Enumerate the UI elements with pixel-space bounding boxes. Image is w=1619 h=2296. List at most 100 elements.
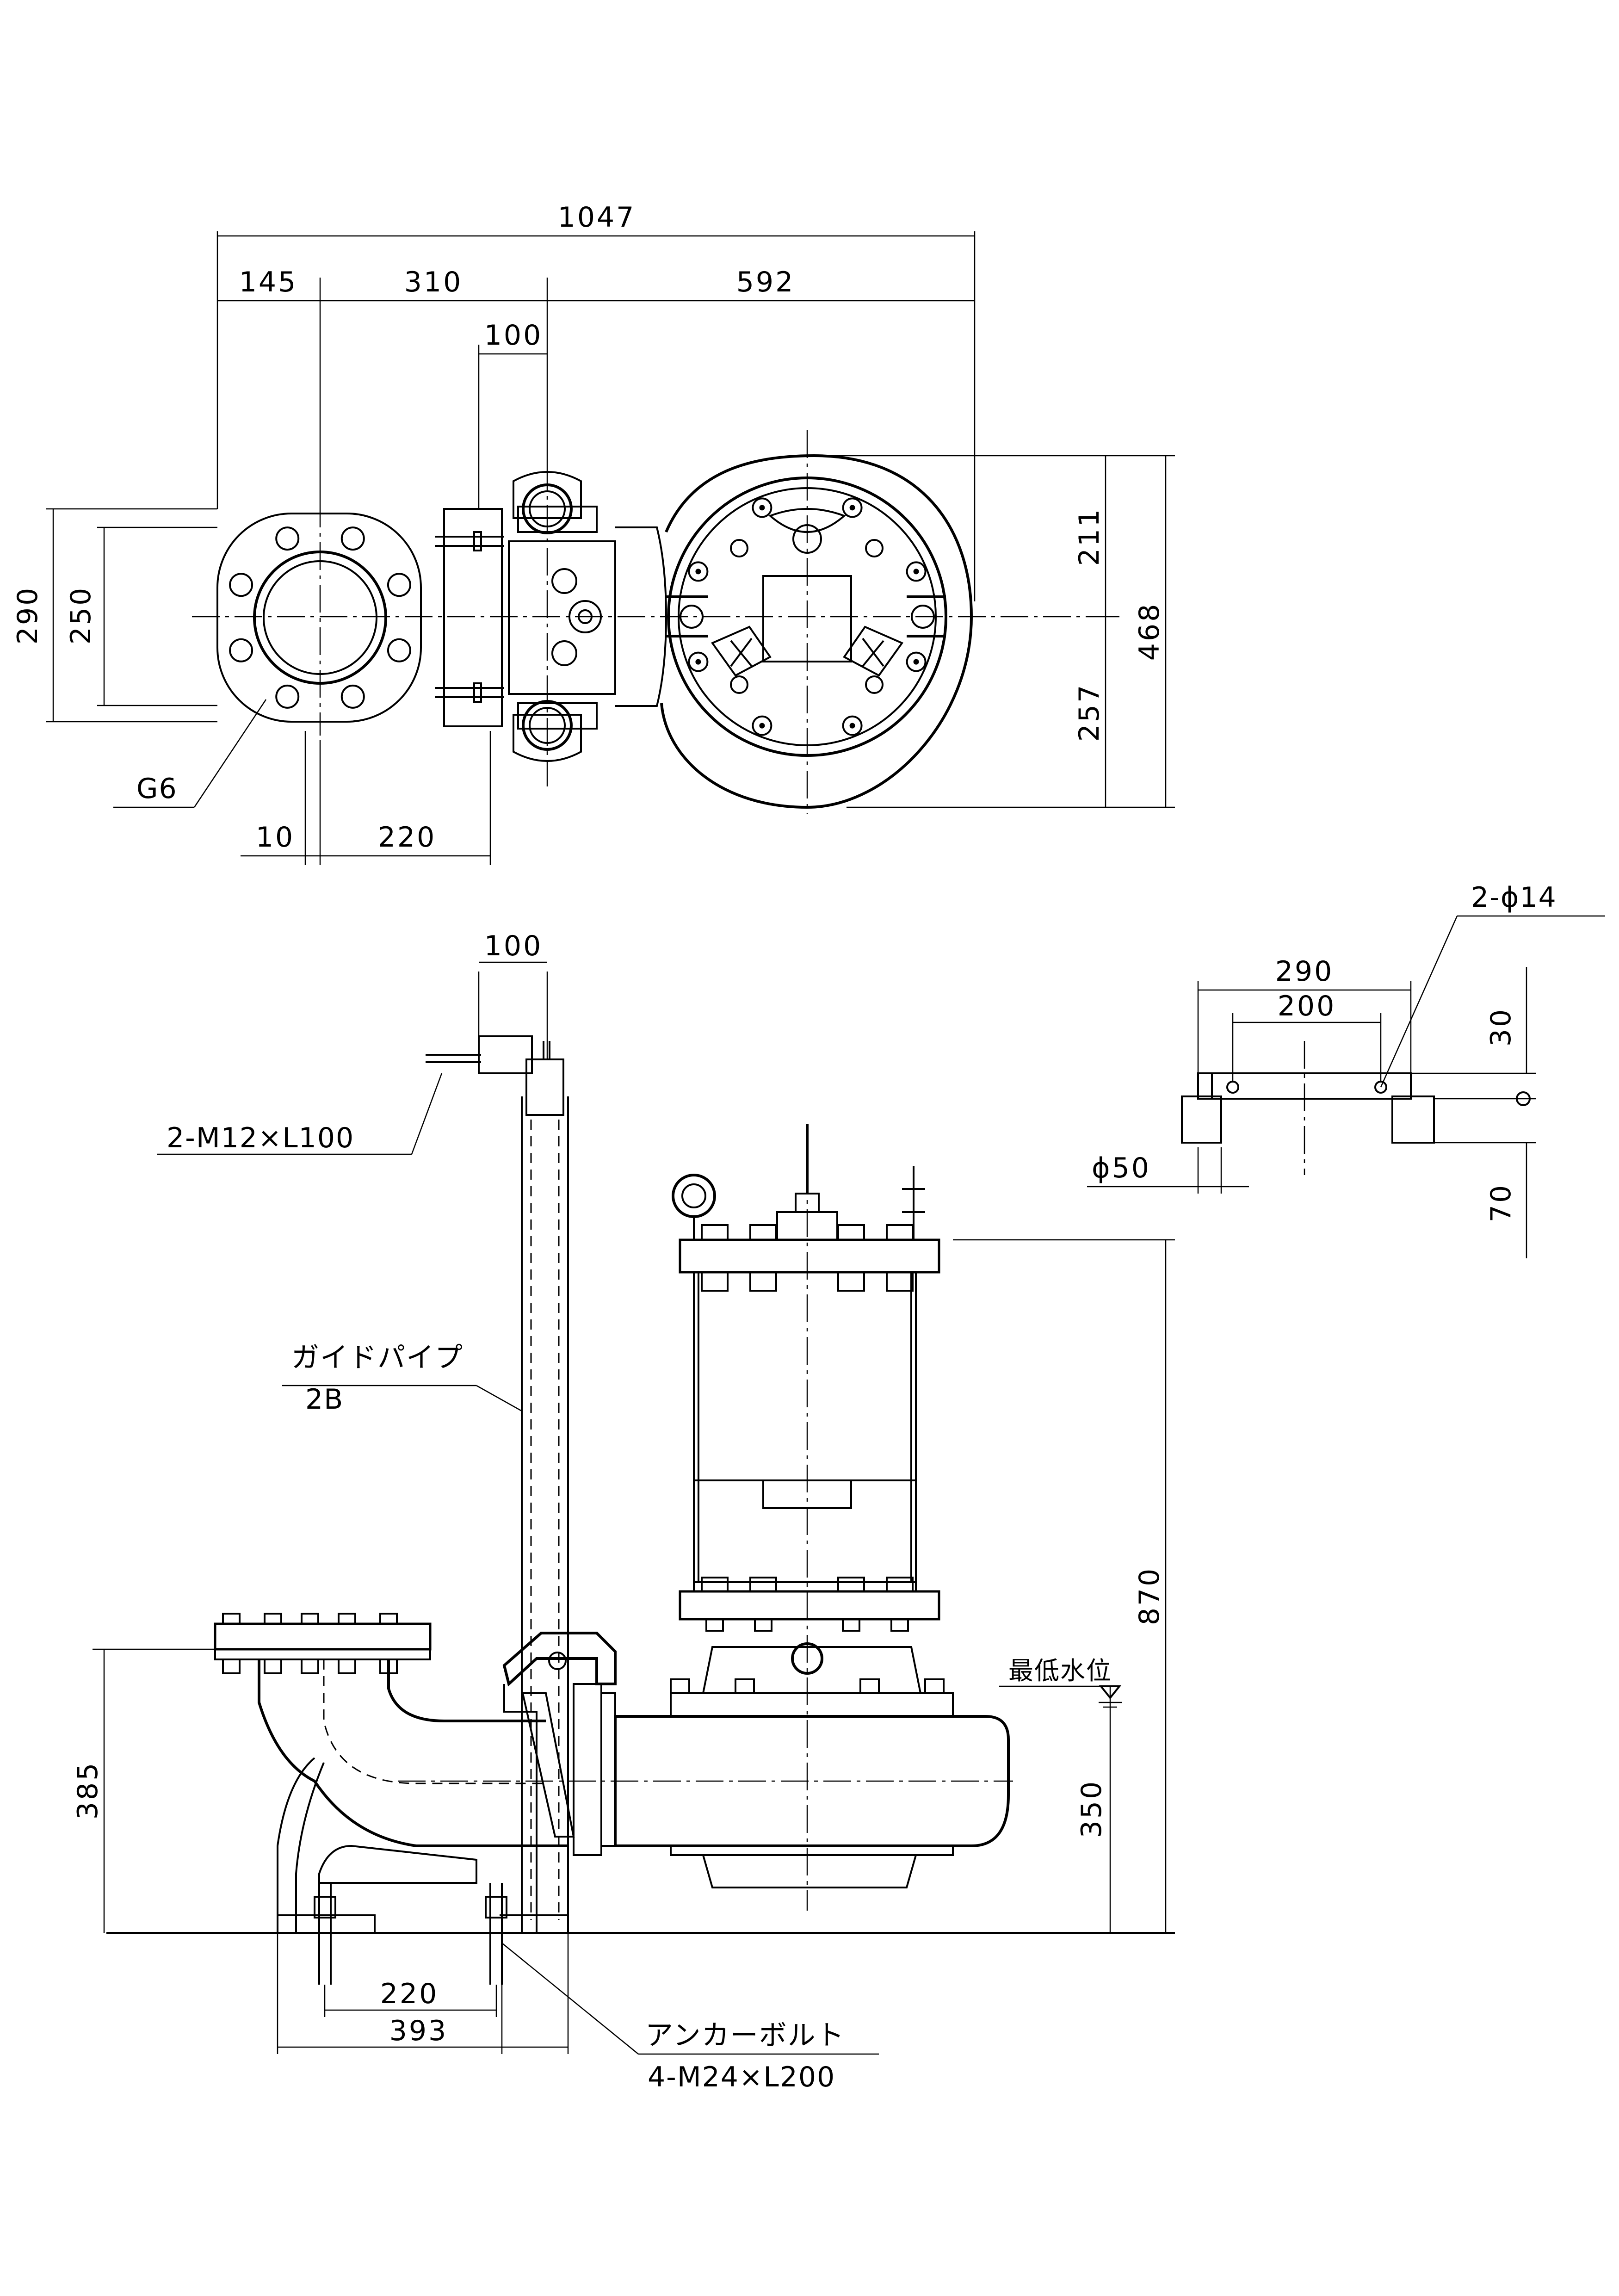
- motor-frame-circle: [667, 477, 947, 757]
- claw-hook: [502, 1632, 617, 1687]
- casing-bolt: [670, 1678, 690, 1694]
- casing-top-flange: [670, 1692, 954, 1717]
- flange-bolt-hole: [340, 526, 365, 551]
- side-dimension-lines: [93, 961, 1175, 2055]
- motor-bolt-center: [759, 723, 765, 729]
- casing-bolt: [924, 1678, 945, 1694]
- lower-flange-nut: [890, 1618, 909, 1632]
- guide-top-lug: [513, 471, 582, 519]
- guide-pipe-hole-top: [522, 483, 573, 534]
- dim-detail-200: 200: [1278, 990, 1336, 1022]
- flange-bolt-hole: [387, 573, 411, 597]
- label-anchor-bolt-spec: 4-M24×L200: [648, 2061, 835, 2093]
- top-flange-bolt: [886, 1224, 914, 1241]
- terminal-box: [762, 575, 852, 662]
- lower-flange-nut: [842, 1618, 860, 1632]
- motor-lower-flange: [679, 1590, 940, 1621]
- lower-flange-bolt: [837, 1577, 865, 1592]
- flange-outline: [216, 513, 422, 723]
- motor-bolt-center: [849, 505, 855, 511]
- motor-flange-inner-circle: [678, 487, 937, 746]
- claw-arm: [521, 1692, 575, 1838]
- bracket-bolt-rods: [435, 536, 504, 698]
- dim-height-290: 290: [12, 586, 44, 645]
- dim-detail-290: 290: [1275, 955, 1334, 988]
- plan-view: 1047 145 310 592 100 290 250 211 257 468…: [12, 201, 1175, 865]
- guide-bottom-lug: [513, 714, 582, 762]
- elbow-bolt-nut: [222, 1659, 241, 1674]
- flange-bolt-holes: [229, 526, 411, 709]
- motor-bolt: [842, 497, 863, 518]
- elbow-centerline: [323, 1659, 546, 1784]
- dim-width-310: 310: [404, 266, 463, 298]
- detail-hole-left: [1226, 1081, 1239, 1094]
- dim-height-468: 468: [1133, 602, 1166, 661]
- lower-flange-bolt: [886, 1577, 914, 1592]
- guide-pipe-hole-bottom: [522, 700, 573, 751]
- dim-width-100-top: 100: [484, 319, 543, 352]
- volute-outline: [660, 454, 973, 809]
- dim-detail-70: 70: [1485, 1183, 1517, 1222]
- suction-cover: [702, 1854, 917, 1888]
- dim-height-211: 211: [1073, 507, 1106, 566]
- guide-claw-side: [502, 1632, 617, 1934]
- bearing-housing: [702, 1646, 922, 1694]
- top-flange-bolt: [837, 1224, 865, 1241]
- motor-flange-bolts: [670, 1224, 945, 1694]
- motor-stator-frame: [693, 1271, 917, 1481]
- motor-bolt-center: [695, 569, 701, 575]
- label-guide-pipe: ガイドパイプ: [291, 1342, 463, 1374]
- discharge-elbow: [214, 1613, 569, 1933]
- dim-height-257: 257: [1073, 683, 1106, 742]
- elbow-bolt-nut: [301, 1659, 319, 1674]
- lug-bolt-right: [911, 605, 935, 629]
- outlet-flange: [214, 1622, 432, 1651]
- dim-base-393: 393: [389, 2015, 448, 2047]
- dim-offset-10: 10: [256, 821, 295, 854]
- flange-bolt-hole: [387, 638, 411, 662]
- lower-flange-bolt: [701, 1577, 729, 1592]
- pump-casing-side: [398, 1642, 1013, 1888]
- plan-dimension-lines: [46, 231, 1175, 865]
- dim-overall-width: 1047: [558, 201, 636, 234]
- flange-bore-inner: [263, 560, 377, 675]
- cap-screw-1: [730, 539, 748, 557]
- label-flange-code: G6: [136, 773, 178, 805]
- motor-side: [672, 1124, 940, 1911]
- guide-pipe-bore-bottom: [529, 707, 566, 744]
- elbow-inner-wall: [387, 1659, 546, 1722]
- side-view: 100 385 350 870 220 393 2-M12×L100 ガイドパイ…: [72, 930, 1175, 2093]
- connecting-bracket-plan: [435, 471, 667, 762]
- bracket-detail: 290 200 30 70 ϕ50 2-ϕ14: [1087, 881, 1605, 1258]
- flange-bolt-hole: [229, 638, 253, 662]
- flange-bolt-hole: [275, 526, 300, 551]
- dim-detail-30: 30: [1485, 1008, 1517, 1046]
- casing-bolt: [859, 1678, 880, 1694]
- top-flange-nut: [749, 1271, 777, 1292]
- eye-bolt-ring: [792, 524, 822, 554]
- cap-screw-3: [730, 675, 748, 694]
- flange-bolt-hole: [275, 684, 300, 709]
- dim-height-250: 250: [65, 586, 97, 645]
- claw-neck: [615, 526, 667, 707]
- guide-pipe: [426, 1035, 569, 1933]
- dim-height-350: 350: [1075, 1780, 1108, 1838]
- guide-claw-ears: [517, 506, 598, 730]
- motor-bolt-center: [849, 723, 855, 729]
- label-detail-holes: 2-ϕ14: [1471, 881, 1557, 914]
- guide-pipe-bore-top: [529, 490, 566, 527]
- detail-left-pad: [1181, 1095, 1222, 1144]
- bracket-nuts: [473, 531, 482, 703]
- motor-bolt: [688, 651, 709, 672]
- guide-claw-body: [508, 540, 616, 695]
- pump-body-plan: [660, 454, 973, 809]
- label-anchor-bolt: アンカーボルト: [645, 2019, 845, 2052]
- support-gusset-slot: [318, 1844, 477, 1884]
- top-flange-nut: [886, 1271, 914, 1292]
- cable-entry-left: [711, 625, 772, 677]
- motor-bolt-center: [913, 659, 919, 665]
- elbow-bolt-head: [338, 1613, 356, 1625]
- elbow-bolt-head: [264, 1613, 282, 1625]
